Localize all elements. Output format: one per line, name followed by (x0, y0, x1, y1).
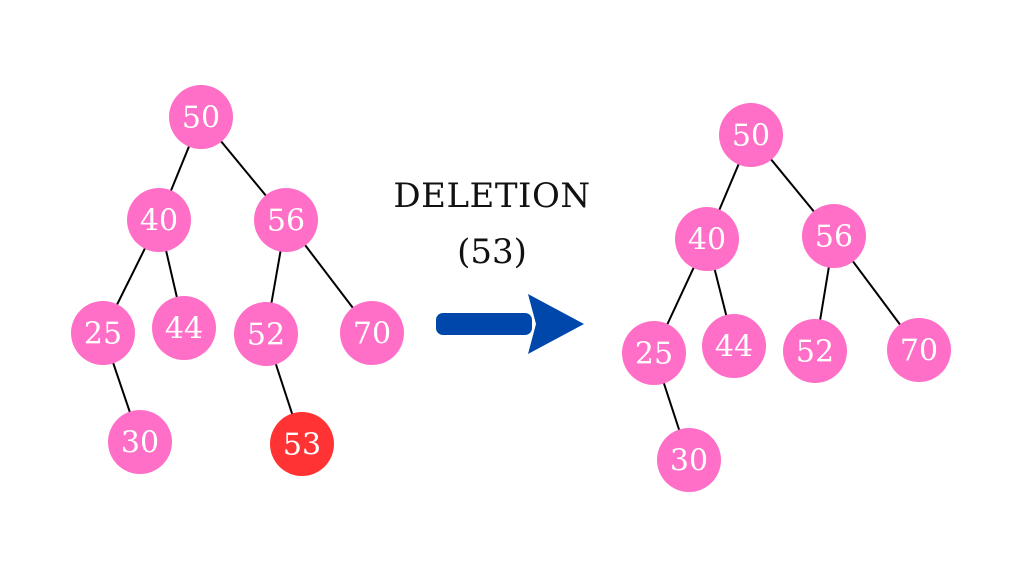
operation-value: (53) (457, 232, 527, 272)
edges-layer (102, 116, 920, 461)
after-node-label: 40 (688, 223, 726, 258)
before-node-label: 56 (267, 204, 305, 239)
before-node-52: 52 (234, 302, 298, 366)
operation-title: DELETION (393, 176, 591, 216)
nodes-layer: 50 40 56 25 44 52 70 30 53 50 40 56 25 44 52 70 30 (71, 85, 951, 492)
before-node-25: 25 (71, 301, 135, 365)
before-node-label: 53 (283, 428, 321, 463)
before-node-circle (270, 412, 334, 476)
before-node-circle (254, 188, 318, 252)
after-node-label: 44 (715, 330, 753, 365)
before-node-30: 30 (108, 410, 172, 474)
after-node-circle (719, 103, 783, 167)
after-node-44: 44 (702, 314, 766, 378)
after-node-label: 70 (900, 334, 938, 369)
before-node-circle (169, 85, 233, 149)
before-node-label: 25 (84, 317, 122, 352)
after-node-circle (675, 207, 739, 271)
before-node-label: 44 (165, 312, 203, 347)
after-node-label: 56 (815, 220, 853, 255)
after-node-circle (887, 318, 951, 382)
after-node-40: 40 (675, 207, 739, 271)
before-node-44: 44 (152, 296, 216, 360)
before-node-40: 40 (127, 188, 191, 252)
after-node-25: 25 (622, 321, 686, 385)
before-node-circle (152, 296, 216, 360)
transition-arrow-icon (436, 294, 584, 354)
before-node-53-deleted: 53 (270, 412, 334, 476)
before-node-label: 52 (247, 318, 285, 353)
before-node-circle (108, 410, 172, 474)
after-node-30: 30 (657, 428, 721, 492)
after-node-label: 52 (796, 335, 834, 370)
after-node-label: 30 (670, 444, 708, 479)
after-node-label: 25 (635, 337, 673, 372)
before-node-circle (340, 301, 404, 365)
before-node-label: 30 (121, 426, 159, 461)
after-node-70: 70 (887, 318, 951, 382)
after-node-circle (702, 314, 766, 378)
before-node-50: 50 (169, 85, 233, 149)
after-node-50: 50 (719, 103, 783, 167)
arrow-head (528, 294, 584, 354)
before-node-circle (234, 302, 298, 366)
before-node-label: 40 (140, 204, 178, 239)
before-node-circle (71, 301, 135, 365)
before-node-56: 56 (254, 188, 318, 252)
after-node-56: 56 (802, 204, 866, 268)
before-node-circle (127, 188, 191, 252)
after-node-circle (622, 321, 686, 385)
after-node-label: 50 (732, 119, 770, 154)
before-node-label: 50 (182, 101, 220, 136)
after-node-52: 52 (783, 319, 847, 383)
before-node-label: 70 (353, 317, 391, 352)
arrow-shaft (436, 313, 532, 335)
after-node-circle (802, 204, 866, 268)
before-node-70: 70 (340, 301, 404, 365)
after-node-circle (657, 428, 721, 492)
after-node-circle (783, 319, 847, 383)
